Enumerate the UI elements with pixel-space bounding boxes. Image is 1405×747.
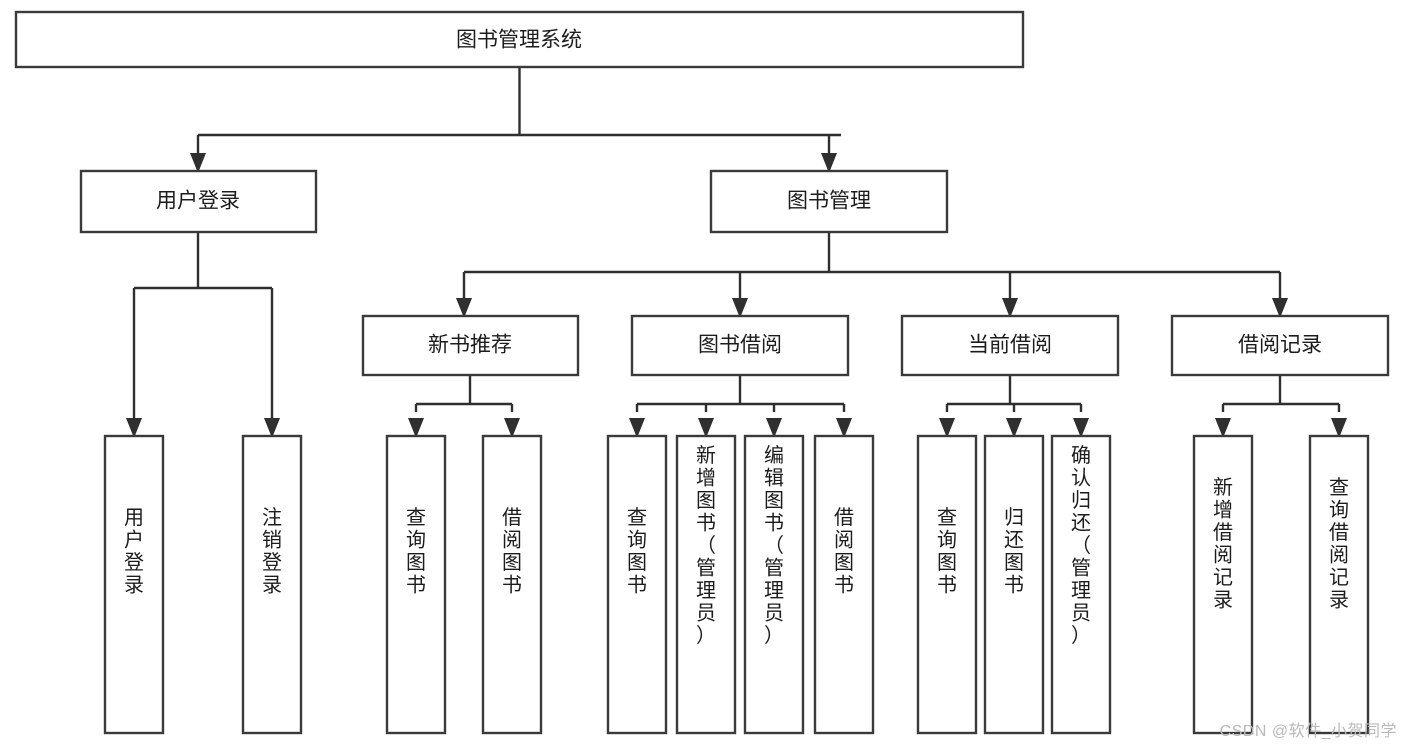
node-root[interactable]: 图书管理系统	[14, 10, 1025, 69]
node-leaf-query-book-2[interactable]: 查询图书	[606, 434, 668, 735]
connector-layer	[126, 67, 1347, 438]
node-book-management-label: 图书管理	[787, 190, 871, 213]
node-leaf-user-login[interactable]: 用户登录	[103, 434, 165, 735]
node-leaf-confirm-return-box[interactable]	[1050, 434, 1112, 735]
node-leaf-return-book[interactable]: 归还图书	[983, 434, 1045, 735]
node-leaf-query-book-2-box[interactable]	[606, 434, 668, 735]
node-book-borrow-box[interactable]	[630, 314, 850, 377]
node-leaf-borrow-book-2-box[interactable]	[813, 434, 875, 735]
node-leaf-confirm-return-label: 确认归还（管理员）	[1071, 444, 1091, 647]
node-leaf-borrow-book-1-box[interactable]	[481, 434, 543, 735]
node-leaf-add-book-box[interactable]	[675, 434, 737, 735]
node-leaf-query-book-1-box[interactable]	[385, 434, 447, 735]
node-leaf-query-record-label: 查询借阅记录	[1329, 476, 1349, 612]
node-leaf-confirm-return[interactable]: 确认归还（管理员）	[1050, 434, 1112, 735]
node-leaf-query-record[interactable]: 查询借阅记录	[1308, 434, 1370, 735]
node-new-book-recommend-box[interactable]	[361, 314, 580, 377]
node-borrow-record-box[interactable]	[1170, 314, 1390, 377]
node-leaf-return-book-label: 归还图书	[1004, 506, 1024, 597]
node-current-borrow-box[interactable]	[900, 314, 1120, 377]
node-root-label: 图书管理系统	[456, 29, 582, 52]
node-leaf-query-record-box[interactable]	[1308, 434, 1370, 735]
node-leaf-add-record-box[interactable]	[1192, 434, 1254, 735]
node-leaf-return-book-box[interactable]	[983, 434, 1045, 735]
node-leaf-add-record[interactable]: 新增借阅记录	[1192, 434, 1254, 735]
node-book-borrow-label: 图书借阅	[698, 334, 782, 357]
node-new-book-recommend-label: 新书推荐	[428, 334, 512, 357]
node-user-login-box[interactable]	[79, 169, 318, 234]
node-leaf-edit-book-label: 编辑图书（管理员）	[764, 444, 784, 647]
node-current-borrow-label: 当前借阅	[968, 334, 1052, 357]
node-book-management-box[interactable]	[709, 169, 949, 234]
node-leaf-edit-book-box[interactable]	[743, 434, 805, 735]
node-leaf-borrow-book-2-label: 借阅图书	[834, 506, 854, 597]
node-leaf-borrow-book-1[interactable]: 借阅图书	[481, 434, 543, 735]
node-leaf-user-logout-box[interactable]	[241, 434, 303, 735]
node-borrow-record-label: 借阅记录	[1238, 334, 1322, 357]
node-book-borrow[interactable]: 图书借阅	[630, 314, 850, 377]
node-user-login[interactable]: 用户登录	[79, 169, 318, 234]
node-user-login-label: 用户登录	[156, 190, 240, 213]
leaf-nodes-layer: 用户登录 注销登录 查询图书 借阅图书 查询图书 新增图书（管理员） 编辑图书（…	[103, 434, 1370, 735]
node-leaf-user-logout[interactable]: 注销登录	[241, 434, 303, 735]
node-leaf-borrow-book-2[interactable]: 借阅图书	[813, 434, 875, 735]
node-current-borrow[interactable]: 当前借阅	[900, 314, 1120, 377]
node-leaf-user-logout-label: 注销登录	[262, 506, 282, 597]
node-leaf-add-book[interactable]: 新增图书（管理员）	[675, 434, 737, 735]
node-new-book-recommend[interactable]: 新书推荐	[361, 314, 580, 377]
node-leaf-add-book-label: 新增图书（管理员）	[696, 444, 716, 647]
node-book-management[interactable]: 图书管理	[709, 169, 949, 234]
node-leaf-query-book-1[interactable]: 查询图书	[385, 434, 447, 735]
node-leaf-query-book-1-label: 查询图书	[406, 506, 426, 597]
node-leaf-query-book-2-label: 查询图书	[627, 506, 647, 597]
node-root-box[interactable]	[14, 10, 1025, 69]
node-borrow-record[interactable]: 借阅记录	[1170, 314, 1390, 377]
node-leaf-edit-book[interactable]: 编辑图书（管理员）	[743, 434, 805, 735]
node-leaf-user-login-box[interactable]	[103, 434, 165, 735]
node-leaf-user-login-label: 用户登录	[124, 507, 144, 597]
node-leaf-add-record-label: 新增借阅记录	[1213, 476, 1233, 612]
node-leaf-query-book-3-label: 查询图书	[937, 506, 957, 597]
node-leaf-query-book-3-box[interactable]	[916, 434, 978, 735]
node-leaf-borrow-book-1-label: 借阅图书	[502, 506, 522, 597]
node-leaf-query-book-3[interactable]: 查询图书	[916, 434, 978, 735]
